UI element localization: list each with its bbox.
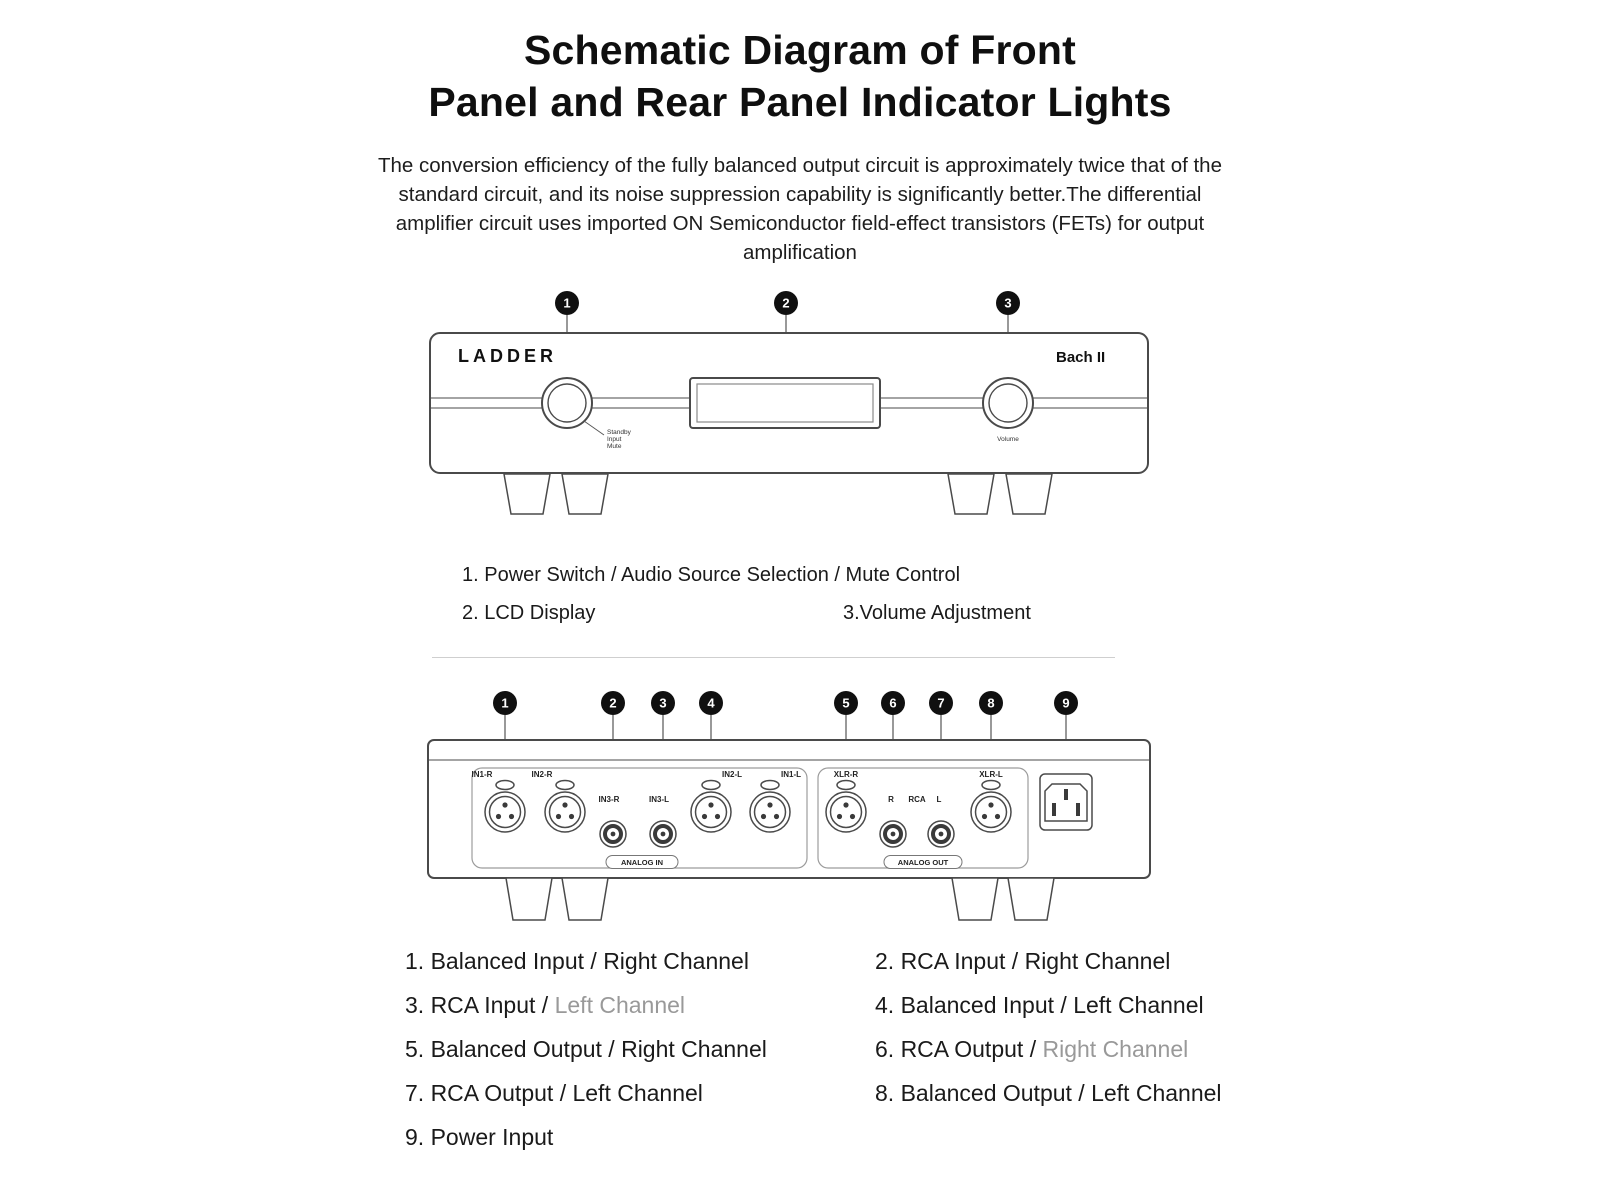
volume-knob [982, 377, 1034, 429]
legend-item-9: 9. Power Input [405, 1124, 767, 1151]
svg-text:3: 3 [1004, 296, 1011, 311]
legend-text-muted: Right Channel [1036, 1036, 1189, 1062]
front-feet [503, 473, 1053, 515]
svg-text:7: 7 [937, 696, 944, 711]
front-legend-item-1: 1. Power Switch / Audio Source Selection… [462, 564, 961, 586]
svg-text:1: 1 [563, 296, 570, 311]
rear-feet [505, 877, 1055, 921]
label-rca-r: R [888, 795, 894, 804]
rca-connector-in3-r [599, 820, 627, 848]
rear-callout-8: 8 [979, 691, 1003, 715]
legend-text: 1. Balanced Input / Right Channel [405, 948, 749, 974]
knob-pointer-line [583, 420, 605, 436]
svg-text:6: 6 [889, 696, 896, 711]
legend-text: 9. Power Input [405, 1124, 554, 1150]
legend-item-7: 7. RCA Output / Left Channel [405, 1080, 767, 1107]
legend-item-4: 4. Balanced Input / Left Channel [875, 992, 1222, 1019]
legend-text: 6. RCA Output / [875, 1036, 1037, 1062]
brand-logo: LADDER [458, 346, 557, 366]
rear-callout-9: 9 [1054, 691, 1078, 715]
legend-item-6: 6. RCA Output / Right Channel [875, 1036, 1222, 1063]
rca-connector-out-r [879, 820, 907, 848]
rear-callout-6: 6 [881, 691, 905, 715]
title-line-2: Panel and Rear Panel Indicator Lights [428, 79, 1172, 126]
svg-text:ANALOG IN: ANALOG IN [621, 858, 663, 867]
rear-callout-1: 1 [493, 691, 517, 715]
legend-item-2: 2. RCA Input / Right Channel [875, 948, 1222, 975]
rear-callout-5: 5 [834, 691, 858, 715]
analog-in-tag: ANALOG IN [605, 855, 679, 869]
page-title: Schematic Diagram of Front Panel and Rea… [0, 24, 1600, 129]
front-callout-2: 2 [774, 291, 798, 315]
rear-callout-4: 4 [699, 691, 723, 715]
legend-item-8: 8. Balanced Output / Left Channel [875, 1080, 1222, 1107]
label-rca: RCA [908, 795, 926, 804]
legend-item-1: 1. Balanced Input / Right Channel [405, 948, 767, 975]
power-knob-label: Standby Input Mute [607, 429, 632, 450]
rear-legend-right: 2. RCA Input / Right Channel 4. Balanced… [875, 948, 1222, 1107]
label-in1-r: IN1-R [472, 770, 493, 779]
knob-label-mute: Mute [607, 443, 622, 450]
knob-label-standby: Standby [607, 429, 632, 436]
svg-text:4: 4 [707, 696, 715, 711]
rear-legend-left: 1. Balanced Input / Right Channel 3. RCA… [405, 948, 767, 1151]
svg-text:1: 1 [501, 696, 508, 711]
legend-text-muted: Left Channel [548, 992, 686, 1018]
legend-item-3: 3. RCA Input / Left Channel [405, 992, 767, 1019]
legend-text: 3. RCA Input / [405, 992, 549, 1018]
front-legend-item-2: 2. LCD Display [462, 602, 596, 624]
label-in3-l: IN3-L [649, 795, 669, 804]
label-xlr-r: XLR-R [834, 770, 859, 779]
legend-text: 2. RCA Input / Right Channel [875, 948, 1171, 974]
lcd-display [689, 377, 881, 429]
rear-panel-diagram: IN1-R IN2-R IN3-R IN3-L IN2-L IN1-L XLR-… [427, 691, 1151, 921]
knob-label-input: Input [607, 436, 622, 443]
legend-text: 5. Balanced Output / Right Channel [405, 1036, 767, 1062]
model-label: Bach II [1056, 349, 1105, 366]
svg-text:8: 8 [987, 696, 994, 711]
svg-text:2: 2 [609, 696, 616, 711]
svg-text:3: 3 [659, 696, 666, 711]
svg-text:2: 2 [782, 296, 789, 311]
label-in3-r: IN3-R [599, 795, 620, 804]
svg-text:5: 5 [842, 696, 849, 711]
xlr-connector-out-l [970, 779, 1012, 833]
analog-out-tag: ANALOG OUT [883, 855, 963, 869]
rear-callout-2: 2 [601, 691, 625, 715]
rear-callout-3: 3 [651, 691, 675, 715]
front-panel-diagram: LADDER Bach II Standby Input Mute Volume [429, 291, 1149, 515]
xlr-connector-in1-l [749, 779, 791, 833]
front-callout-1: 1 [555, 291, 579, 315]
label-in1-l: IN1-L [781, 770, 801, 779]
label-in2-r: IN2-R [532, 770, 553, 779]
label-rca-l: L [937, 795, 942, 804]
section-divider [432, 657, 1115, 658]
xlr-connector-in2-l [690, 779, 732, 833]
label-in2-l: IN2-L [722, 770, 742, 779]
legend-item-5: 5. Balanced Output / Right Channel [405, 1036, 767, 1063]
xlr-connector-in2-r [544, 779, 586, 833]
svg-text:ANALOG OUT: ANALOG OUT [898, 858, 949, 867]
power-knob [541, 377, 593, 429]
description-paragraph: The conversion efficiency of the fully b… [378, 154, 1222, 265]
svg-text:9: 9 [1062, 696, 1069, 711]
legend-text: 4. Balanced Input / Left Channel [875, 992, 1204, 1018]
front-callout-3: 3 [996, 291, 1020, 315]
rca-connector-out-l [927, 820, 955, 848]
xlr-connector-in1-r [484, 779, 526, 833]
front-legend-item-3: 3.Volume Adjustment [843, 602, 1031, 624]
rca-connector-in3-l [649, 820, 677, 848]
rear-connector-labels: IN1-R IN2-R IN3-R IN3-L IN2-L IN1-L XLR-… [472, 770, 1003, 804]
power-inlet [1039, 773, 1093, 831]
title-line-1: Schematic Diagram of Front [524, 27, 1076, 73]
label-xlr-l: XLR-L [979, 770, 1003, 779]
legend-text: 8. Balanced Output / Left Channel [875, 1080, 1222, 1106]
rear-callout-7: 7 [929, 691, 953, 715]
volume-label: Volume [997, 436, 1019, 443]
legend-text: 7. RCA Output / Left Channel [405, 1080, 703, 1106]
xlr-connector-out-r [825, 779, 867, 833]
